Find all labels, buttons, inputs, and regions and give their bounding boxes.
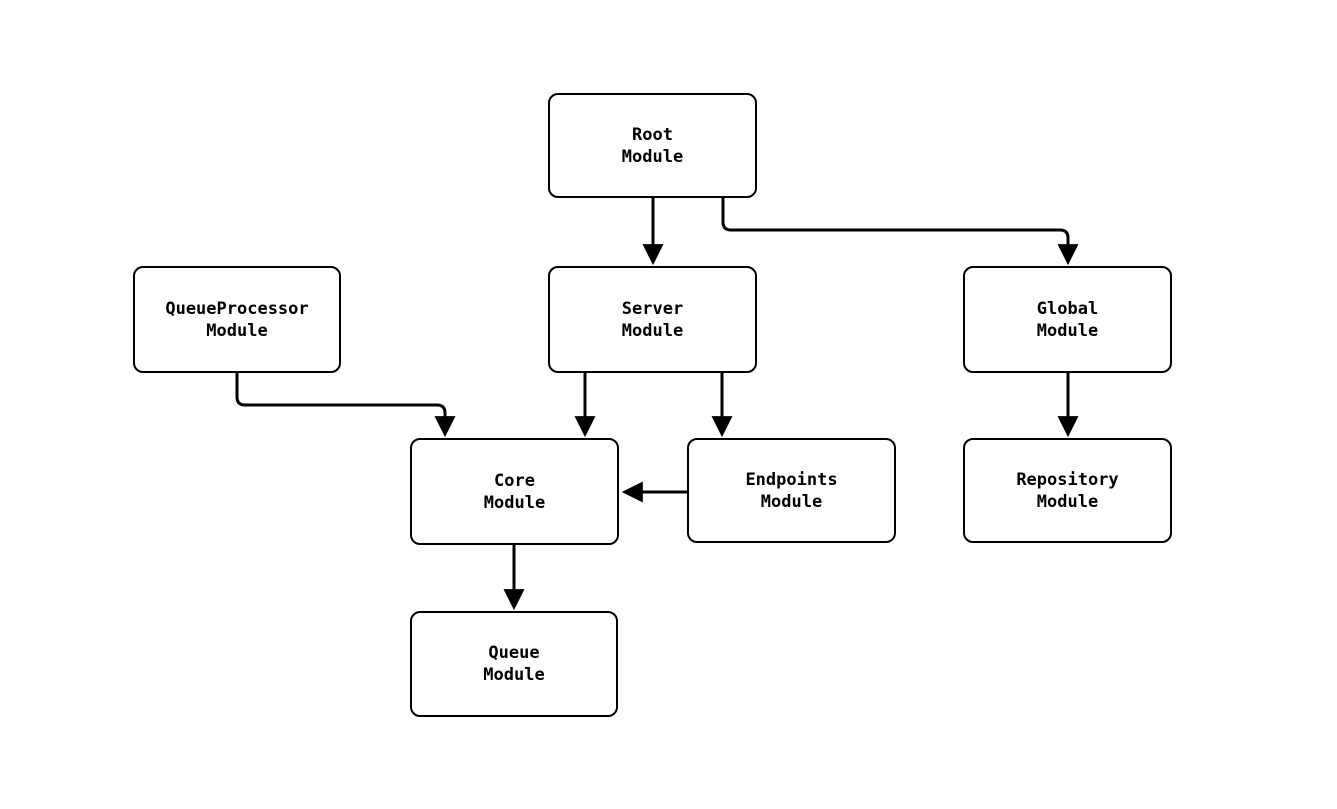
node-label-line: Module: [621, 320, 684, 341]
edge-root-to-global: [721, 198, 1079, 266]
node-label-line: Repository: [1016, 469, 1119, 490]
node-label-line: Root: [632, 124, 673, 145]
node-label-line: Server: [621, 298, 684, 319]
node-label-line: Core: [494, 470, 535, 491]
node-label-line: Module: [483, 492, 546, 513]
node-root-module: Root Module: [548, 93, 757, 198]
node-endpoints-module: Endpoints Module: [687, 438, 896, 543]
node-label-line: Module: [760, 491, 823, 512]
node-label-line: Endpoints: [745, 469, 838, 490]
node-queue-module: Queue Module: [410, 611, 618, 717]
node-label-line: Module: [621, 146, 684, 167]
node-label-line: Queue: [488, 643, 540, 663]
node-repository-module: Repository Module: [963, 438, 1172, 543]
node-label-line: Module: [483, 665, 545, 685]
node-core-module: Core Module: [410, 438, 619, 545]
node-queueprocessor-module: QueueProcessor Module: [133, 266, 341, 373]
node-server-module: Server Module: [548, 266, 757, 373]
node-label-line: Module: [206, 320, 268, 341]
node-label-line: Global: [1036, 298, 1099, 319]
node-label-line: Module: [1036, 320, 1099, 341]
node-global-module: Global Module: [963, 266, 1172, 373]
edge-queueprocessor-to-core: [235, 373, 456, 438]
node-label-line: Module: [1036, 491, 1099, 512]
node-label-line: QueueProcessor: [165, 298, 309, 319]
